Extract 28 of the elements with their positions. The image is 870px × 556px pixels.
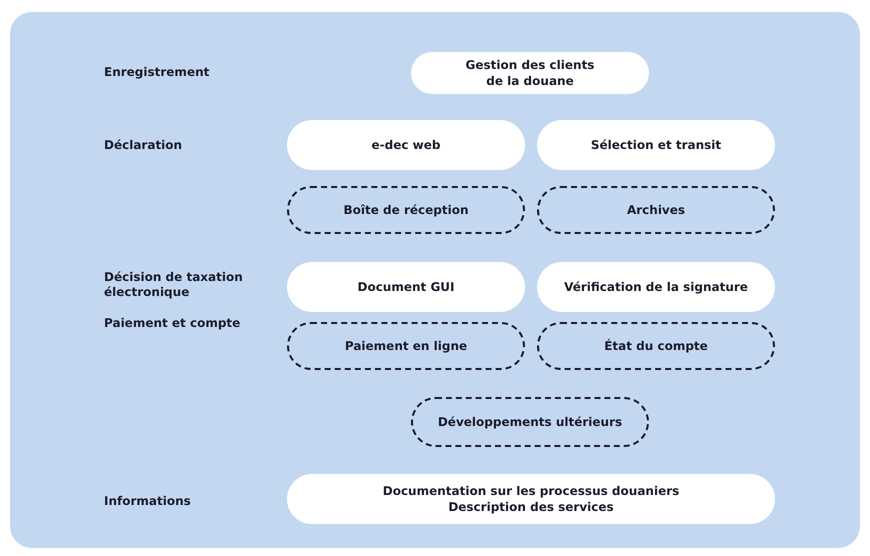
box-text: Document GUI (357, 279, 455, 295)
pill-box (287, 474, 775, 524)
box-text: Description des services (448, 499, 614, 515)
pill-box (287, 262, 525, 312)
dashed-pill-box (537, 186, 775, 234)
box-text: Paiement en ligne (344, 338, 468, 354)
box-text: Documentation sur les processus douaniers (382, 483, 680, 499)
pill-box (287, 120, 525, 170)
pill-box (537, 262, 775, 312)
row-label: Déclaration (104, 138, 184, 153)
row-label: Décision de taxation électronique (104, 270, 244, 300)
pill-box (537, 120, 775, 170)
pill-box (411, 52, 649, 94)
box-text: Développements ultérieurs (438, 414, 622, 430)
box-text: Vérification de la signature (564, 279, 748, 295)
dashed-pill-box (287, 186, 525, 234)
box-text: Boîte de réception (344, 202, 468, 218)
row-label: Paiement et compte (104, 316, 242, 331)
row-label: Enregistrement (104, 65, 210, 80)
dashed-pill-box (537, 322, 775, 370)
box-text: État du compte (604, 338, 708, 354)
box-text: Archives (626, 202, 686, 218)
box-text: Gestion des clients de la douane (464, 57, 596, 89)
dashed-pill-box (411, 397, 649, 447)
box-text: e-dec web (372, 137, 440, 153)
row-label: Informations (104, 494, 192, 509)
box-text: Sélection et transit (590, 137, 722, 153)
dashed-pill-box (287, 322, 525, 370)
